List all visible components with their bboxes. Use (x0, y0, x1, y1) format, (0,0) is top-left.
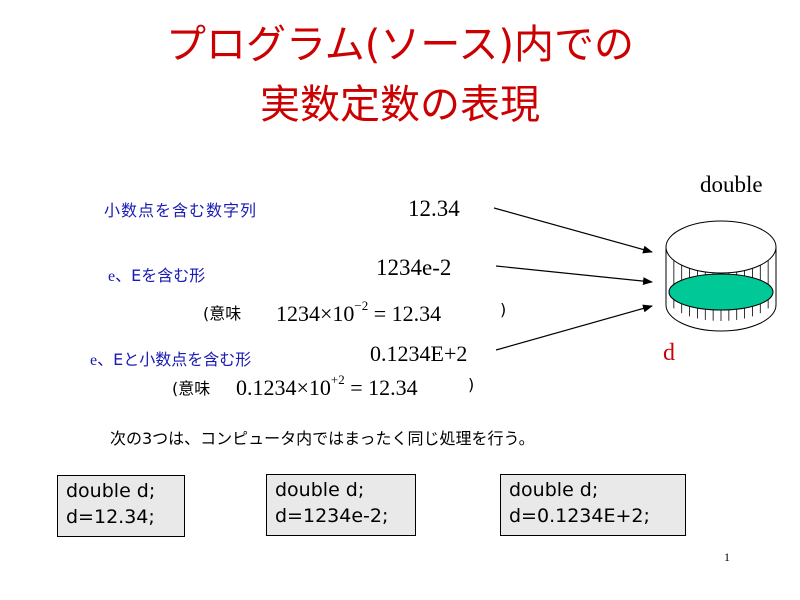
arrow-exponent (495, 265, 653, 286)
code-line-assignment: d=12.34; (66, 506, 155, 528)
label-exponent-decimal-form: e、Eと小数点を含む形 (90, 346, 251, 370)
note-text: 次の3つは、コンピュータ内ではまったく同じ処理を行う。 (110, 429, 535, 448)
literal-decimal: 12.34 (408, 196, 460, 221)
meaning-1-exponent: −2 (354, 298, 369, 313)
code-box-exponent-decimal: double d; d=0.1234E+2; (500, 474, 686, 536)
code-line-declaration: double d; (275, 479, 365, 501)
code-line-assignment: d=1234e-2; (275, 505, 389, 527)
slide-title-line-2: 実数定数の表現 (260, 82, 540, 128)
meaning-1-close: ) (500, 300, 507, 319)
meaning-2-close: ) (468, 375, 475, 394)
meaning-2-expression: 0.1234×10+2 = 12.34 (236, 372, 418, 401)
label-exponent-decimal-rest: 、Eと小数点を含む形 (97, 350, 252, 369)
arrow-decimal (493, 207, 653, 254)
variable-name-label: d (663, 340, 675, 366)
storage-type-label: double (700, 172, 763, 197)
meaning-1-base: 1234×10 (276, 301, 355, 326)
code-line-declaration: double d; (66, 480, 156, 502)
meaning-1-expression: 1234×10−2 = 12.34 (276, 298, 441, 327)
slide-title-line-1: プログラム(ソース)内での (165, 22, 634, 68)
label-exponent-decimal-prefix: e (90, 352, 98, 369)
code-box-decimal: double d; d=12.34; (57, 475, 185, 537)
code-line-assignment: d=0.1234E+2; (509, 505, 650, 527)
code-line-declaration: double d; (509, 479, 599, 501)
arrow-exponent-decimal (495, 304, 653, 351)
label-exponent-prefix: e (108, 268, 116, 285)
page-number: 1 (724, 550, 730, 564)
literal-exponent: 1234e-2 (376, 255, 452, 280)
literal-exponent-decimal: 0.1234E+2 (370, 341, 468, 366)
meaning-1-result: = 12.34 (368, 301, 442, 326)
meaning-2-open: (意味 (172, 379, 211, 398)
meaning-1-open: (意味 (203, 304, 242, 323)
meaning-2-base: 0.1234×10 (236, 375, 331, 400)
meaning-2-exponent: +2 (330, 372, 345, 387)
label-exponent-rest: 、Eを含む形 (115, 266, 206, 285)
label-exponent-form: e、Eを含む形 (108, 262, 205, 286)
meaning-2-result: = 12.34 (344, 375, 418, 400)
label-decimal-digits: 小数点を含む数字列 (104, 201, 258, 220)
code-box-exponent: double d; d=1234e-2; (266, 474, 416, 536)
